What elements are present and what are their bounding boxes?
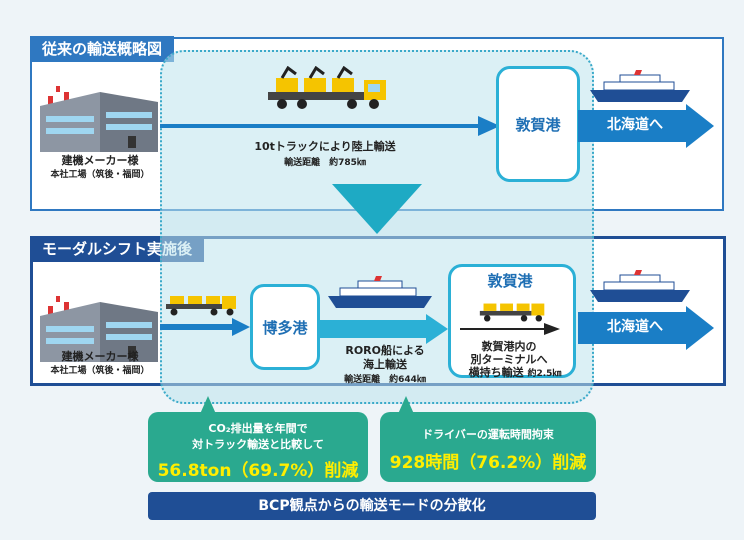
truck-icon — [268, 66, 386, 109]
ship-route-2: 海上輸送 — [363, 358, 407, 371]
hokkaido-arrow-bottom — [578, 306, 714, 350]
factory-icon — [40, 86, 158, 152]
port-hakata: 博多港 — [250, 284, 320, 370]
factory-sub: 本社工場（筑後・福岡） — [50, 366, 150, 376]
transfer-1: 敦賀港内の — [481, 340, 537, 353]
destination-bottom: 北海道へ — [607, 319, 663, 335]
bcp-banner: BCP観点からの輸送モードの分散化 — [148, 492, 596, 520]
truck-route-label: 10tトラックにより陸上輸送 — [254, 140, 396, 153]
co2-value: 56.8ton（69.7%）削減 — [157, 461, 359, 481]
factory-label: 建機メーカー様 — [61, 350, 139, 363]
factory-label: 建機メーカー様 — [61, 154, 139, 167]
transfer-arrow — [460, 323, 560, 335]
port-tsuruga-label: 敦賀港 — [487, 272, 533, 290]
driver-line1: ドライバーの運転時間拘束 — [422, 428, 554, 441]
land-route-arrow — [160, 116, 500, 136]
co2-line1: CO₂排出量を年間で — [208, 422, 308, 435]
ship-distance: 輸送距離 約644㎞ — [344, 375, 426, 385]
ferry-icon — [590, 70, 690, 102]
factory-icon — [40, 296, 158, 362]
ship-route-1: RORO船による — [345, 344, 425, 357]
factory-sub: 本社工場（筑後・福岡） — [50, 170, 150, 180]
driver-value: 928時間（76.2%）削減 — [389, 453, 587, 473]
destination-top: 北海道へ — [607, 117, 663, 133]
transfer-3: 横持ち輸送 約2.5㎞ — [440, 366, 590, 381]
truck-icon — [166, 296, 236, 316]
roro-ship-icon — [328, 276, 432, 308]
truck-icon — [479, 303, 545, 322]
co2-line2: 対トラック輸送と比較して — [192, 438, 324, 451]
ferry-icon — [590, 270, 690, 302]
transfer-3-label: 横持ち輸送 — [468, 366, 524, 379]
truck-distance: 輸送距離 約785㎞ — [284, 158, 366, 168]
sea-route-arrow — [318, 314, 448, 344]
port-tsuruga-bottom — [448, 264, 576, 378]
hokkaido-arrow-top — [578, 104, 714, 148]
truck-route-arrow — [160, 318, 250, 336]
transfer-2: 別ターミナルへ — [470, 353, 548, 366]
transfer-distance: 約2.5㎞ — [527, 369, 562, 379]
driver-callout: ドライバーの運転時間拘束 928時間（76.2%）削減 — [380, 412, 596, 482]
port-tsuruga-top: 敦賀港 — [496, 66, 580, 182]
co2-callout: CO₂排出量を年間で 対トラック輸送と比較して 56.8ton（69.7%）削減 — [148, 412, 368, 482]
top-title: 従来の輸送概略図 — [30, 36, 175, 62]
callout-pointer — [398, 396, 414, 414]
transition-arrow — [332, 184, 422, 234]
callout-pointer — [200, 396, 216, 414]
